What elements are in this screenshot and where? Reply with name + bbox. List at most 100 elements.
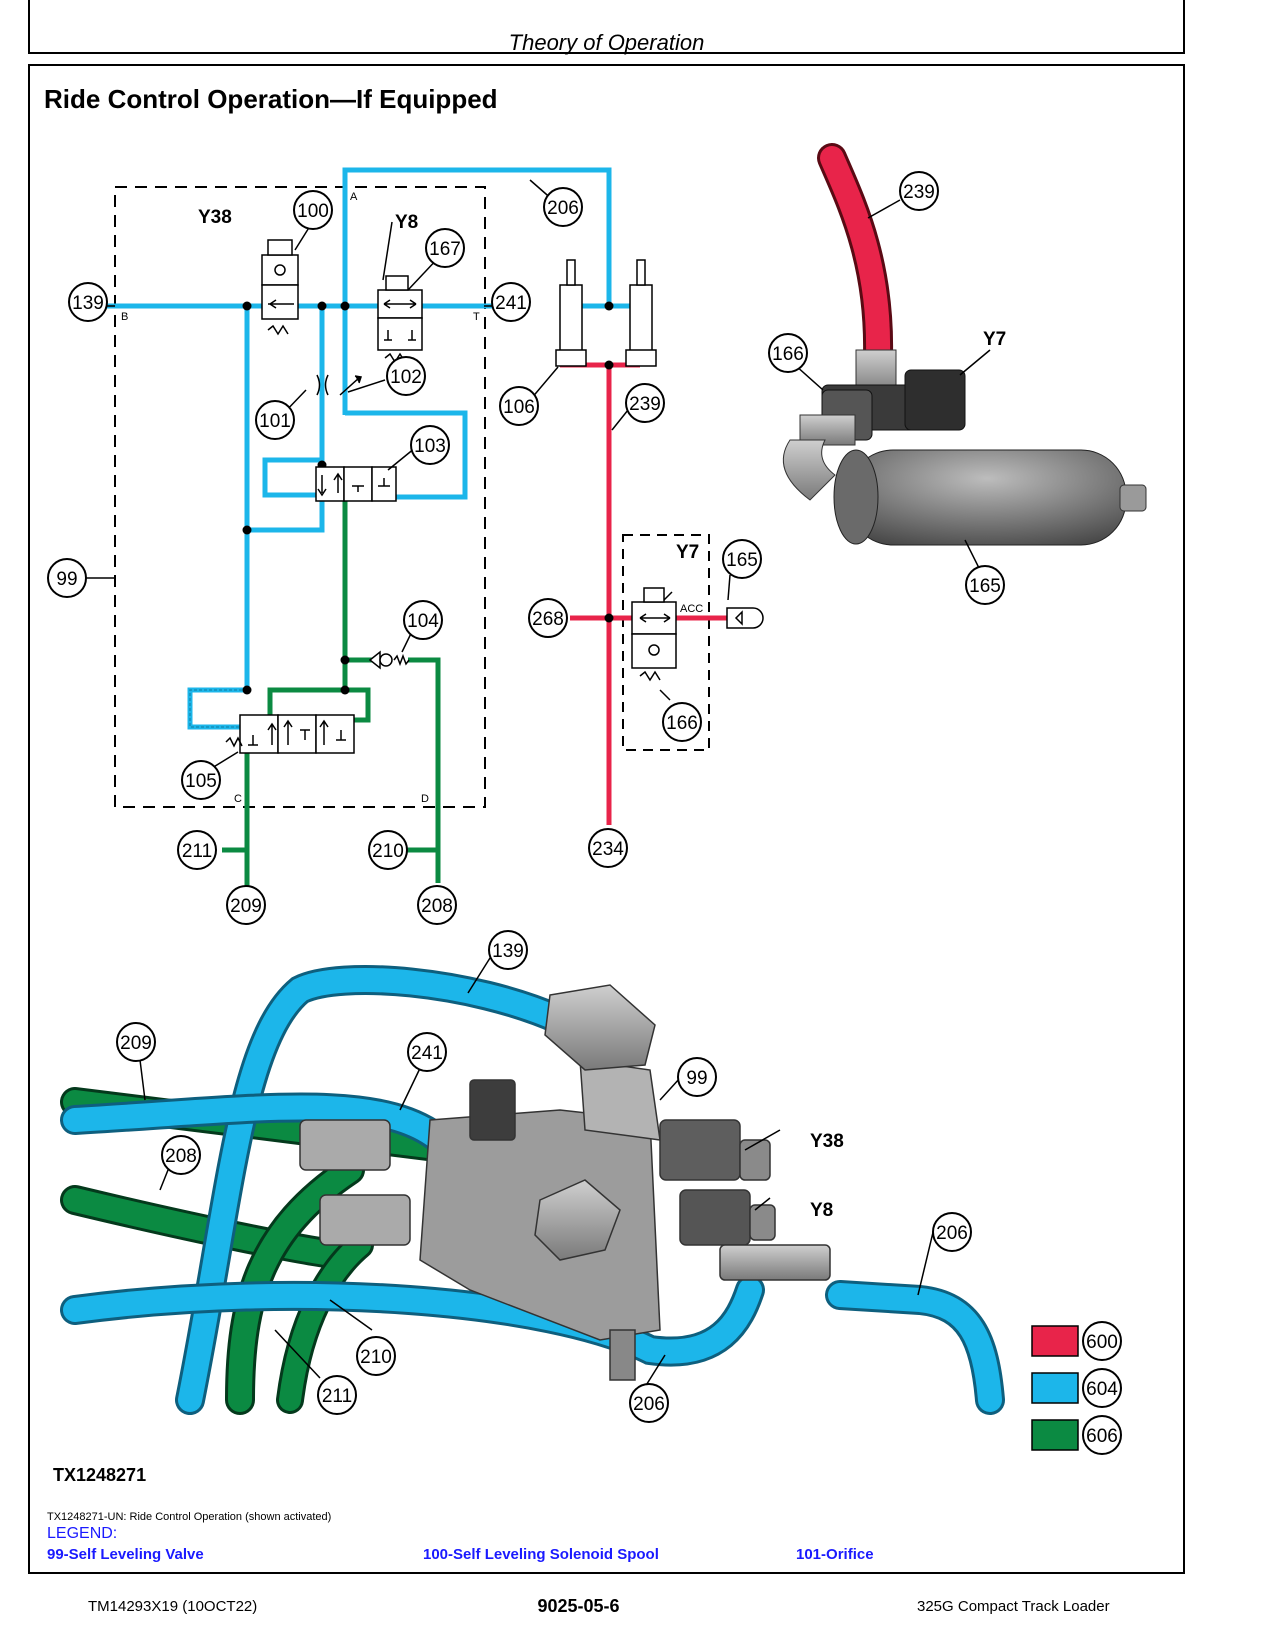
callout-100: 100 [293,190,333,230]
photo-callout-239: 239 [899,171,939,211]
figure-id: TX1248271 [53,1465,147,1485]
svg-text:165: 165 [726,550,758,571]
page-title: Ride Control Operation—If Equipped [44,84,498,114]
svg-text:268: 268 [532,609,564,630]
svg-text:208: 208 [165,1146,197,1167]
svg-text:234: 234 [592,839,624,860]
svg-text:210: 210 [372,841,404,862]
photo-callout-99: 99 [677,1057,717,1097]
footer-machine: 325G Compact Track Loader [917,1598,1110,1615]
callout-211: 211 [177,830,217,870]
callout-139: 139 [68,282,108,322]
blue-lines [105,167,653,730]
svg-text:239: 239 [629,394,661,415]
svg-text:99: 99 [686,1068,707,1089]
footer-doc-id: TM14293X19 (10OCT22) [88,1598,258,1615]
schematic-leaders [86,179,731,769]
svg-text:241: 241 [411,1043,443,1064]
svg-text:139: 139 [492,941,524,962]
svg-text:241: 241 [495,293,527,314]
svg-text:102: 102 [390,367,422,388]
svg-text:239: 239 [903,182,935,203]
svg-text:208: 208 [421,896,453,917]
callout-106: 106 [499,386,539,426]
svg-text:604: 604 [1086,1379,1118,1400]
valve-body-photo [299,984,831,1381]
photo-callout-208: 208 [161,1135,201,1175]
svg-text:600: 600 [1086,1332,1118,1353]
port-a-label: A [350,191,358,203]
photo-label-y38: Y38 [810,1131,844,1152]
schematic-callouts: 100 167 139 241 206 102 101 103 106 239 … [47,187,762,925]
svg-text:209: 209 [230,896,262,917]
callout-101: 101 [255,400,295,440]
accumulator-165 [726,607,764,629]
valve-105 [225,714,355,754]
footer-page-number: 9025-05-6 [537,1596,620,1616]
callout-209: 209 [226,885,266,925]
callout-268: 268 [528,598,568,638]
svg-text:103: 103 [414,436,446,457]
label-y38: Y38 [198,207,232,228]
svg-text:104: 104 [407,611,439,632]
accumulator-photo [782,143,1147,546]
valve-166-boundary [622,534,710,751]
svg-text:206: 206 [547,198,579,219]
svg-text:206: 206 [936,1223,968,1244]
photo-callout-211: 211 [317,1375,357,1415]
photo-callout-206a: 206 [932,1212,972,1252]
port-c-label: C [234,793,242,805]
photo-callout-166: 166 [768,333,808,373]
solenoid-valve-167 [377,275,423,364]
svg-text:100: 100 [297,201,329,222]
svg-text:165: 165 [969,576,1001,597]
orifice-101 [316,374,362,396]
callout-210: 210 [368,830,408,870]
acc-label: ACC [680,603,703,615]
svg-text:606: 606 [1086,1426,1118,1447]
legend-item-99: 99-Self Leveling Valve [47,1546,204,1563]
lift-cylinders-106 [555,259,657,367]
photo-label-y7: Y7 [983,329,1006,350]
header-frame [28,0,1185,54]
photo-callout-209: 209 [116,1022,156,1062]
color-legend-604: 604 [1031,1368,1122,1408]
callout-208: 208 [417,885,457,925]
svg-text:99: 99 [56,569,77,590]
color-legend: 600 604 606 [1031,1321,1122,1455]
label-y8: Y8 [395,212,418,233]
junction-dots [242,301,614,695]
legend-title: LEGEND: [47,1525,118,1542]
callout-102: 102 [386,356,426,396]
callout-206: 206 [543,187,583,227]
svg-text:139: 139 [72,293,104,314]
content-frame [28,64,1185,1574]
port-d-label: D [421,793,429,805]
svg-text:167: 167 [429,239,461,260]
svg-text:206: 206 [633,1394,665,1415]
photo-callout-241: 241 [407,1032,447,1072]
callout-239: 239 [625,383,665,423]
callout-105: 105 [181,760,221,800]
svg-text:211: 211 [322,1386,352,1407]
svg-text:106: 106 [503,397,535,418]
svg-text:209: 209 [120,1033,152,1054]
legend-item-100: 100-Self Leveling Solenoid Spool [423,1546,659,1563]
photo-bottom-callouts: 139 209 241 99 208 206 210 211 206 [116,930,972,1423]
callout-166: 166 [662,702,702,742]
schematic-labels: Y38 Y8 Y7 [198,207,699,563]
section-header: Theory of Operation [508,30,705,55]
svg-text:210: 210 [360,1347,392,1368]
callout-103: 103 [410,425,450,465]
photo-label-y8: Y8 [810,1200,833,1221]
legend-item-101: 101-Orifice [796,1546,874,1563]
valve-99-boundary [114,186,486,808]
svg-text:101: 101 [259,411,291,432]
figure-caption: TX1248271-UN: Ride Control Operation (sh… [47,1511,332,1523]
callout-104: 104 [403,600,443,640]
valve-103 [315,466,397,502]
color-legend-606: 606 [1031,1415,1122,1455]
photo-callout-206b: 206 [629,1383,669,1423]
svg-text:211: 211 [182,841,212,862]
